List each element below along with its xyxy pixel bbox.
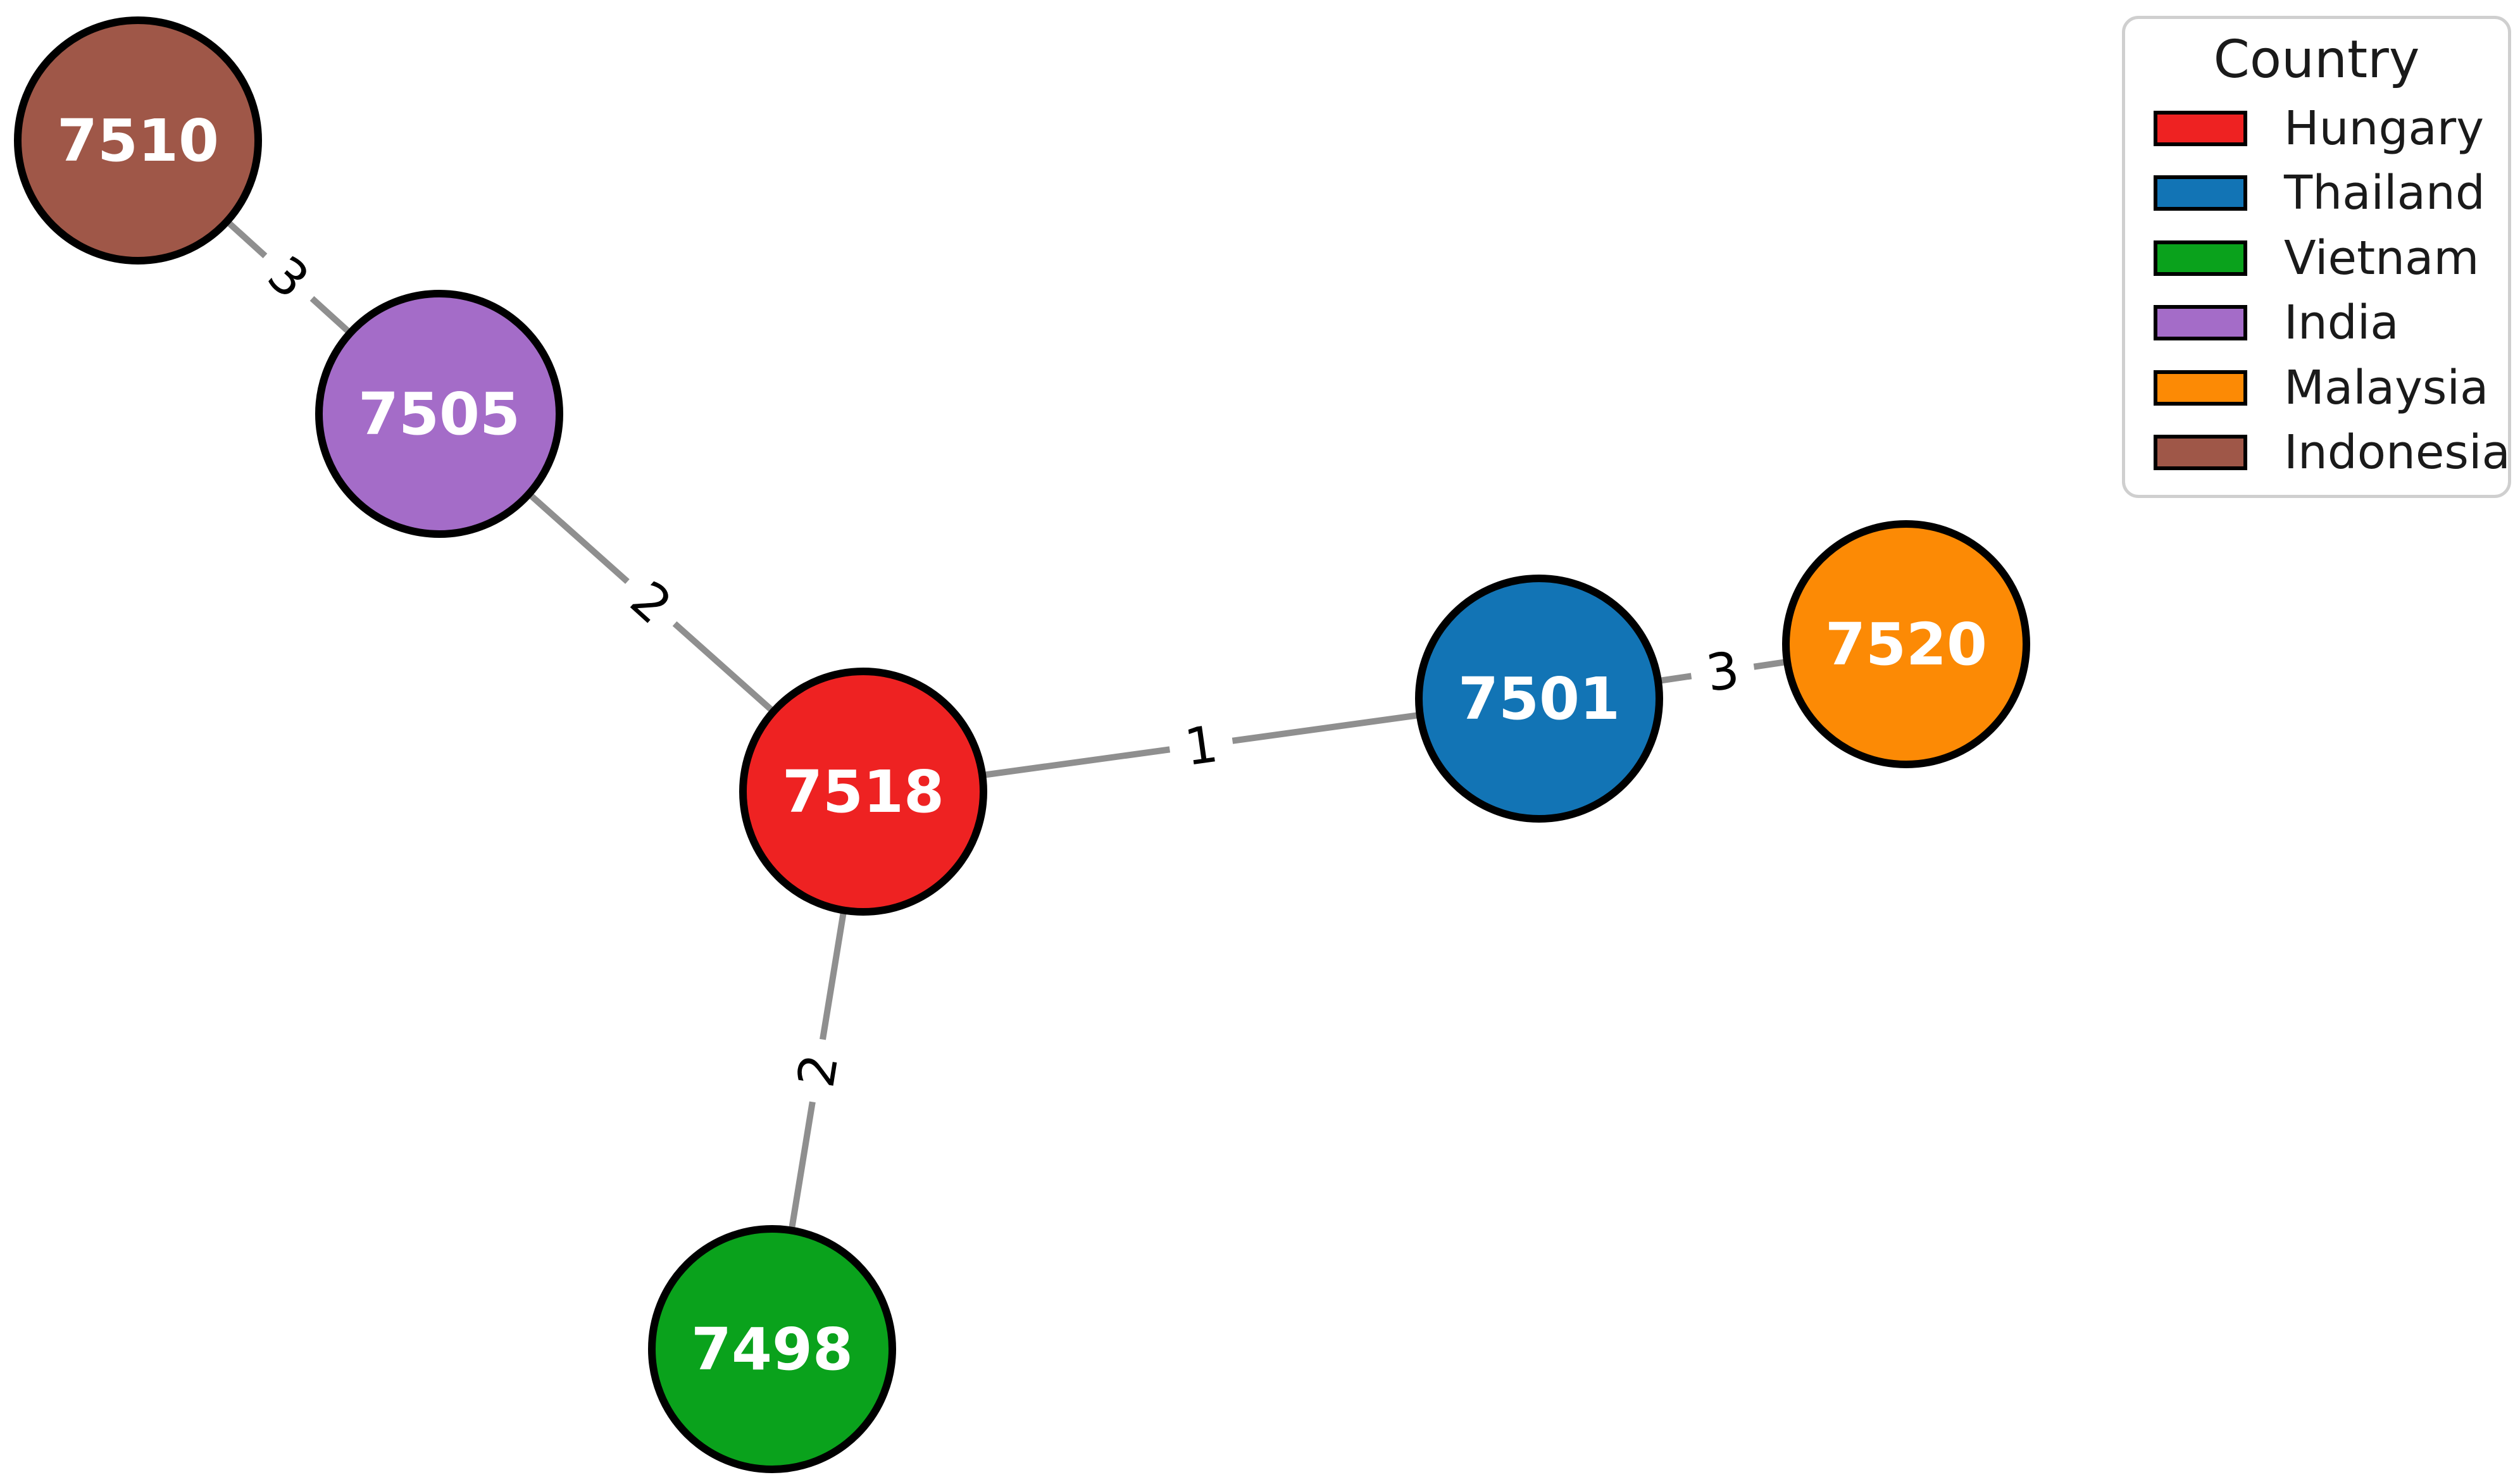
node-label-7520: 7520: [1825, 611, 1987, 678]
legend: Country Hungary Thailand Vietnam India M…: [2122, 16, 2511, 498]
legend-label-malaysia: Malaysia: [2284, 360, 2489, 415]
edge-label-bbox: [1166, 702, 1237, 788]
node-7505: 7505: [315, 290, 563, 538]
edge-label-bbox: [606, 556, 697, 649]
node-7520: 7520: [1782, 520, 2030, 768]
edge-label-7518-7501: 1: [1166, 702, 1237, 788]
legend-rows: Hungary Thailand Vietnam India Malaysia …: [2125, 91, 2511, 495]
legend-label-vietnam: Vietnam: [2284, 230, 2479, 285]
legend-swatch-indonesia: [2154, 435, 2247, 471]
node-label-7518: 7518: [782, 758, 944, 826]
node-7518: 7518: [739, 668, 987, 916]
node-circle-7510: [14, 16, 262, 265]
legend-item-malaysia: Malaysia: [2154, 356, 2508, 420]
edge-label-7518-7498: 2: [774, 1035, 861, 1107]
edge-label-7510-7505: 3: [243, 231, 334, 323]
node-circle-7505: [315, 290, 563, 538]
node-7510: 7510: [14, 16, 262, 265]
legend-label-thailand: Thailand: [2284, 166, 2485, 221]
legend-item-india: India: [2154, 291, 2508, 354]
legend-swatch-vietnam: [2154, 240, 2247, 276]
legend-swatch-thailand: [2154, 175, 2247, 211]
node-circle-7498: [648, 1225, 896, 1473]
node-label-7505: 7505: [358, 380, 520, 448]
legend-swatch-hungary: [2154, 110, 2247, 146]
legend-swatch-malaysia: [2154, 370, 2247, 406]
legend-item-hungary: Hungary: [2154, 97, 2508, 160]
node-circle-7501: [1415, 575, 1663, 823]
edge-label-bbox: [1687, 628, 1758, 714]
edge-label-bbox: [243, 231, 334, 323]
legend-title: Country: [2213, 30, 2420, 90]
node-label-7510: 7510: [57, 107, 219, 175]
legend-label-india: India: [2284, 296, 2399, 351]
edge-label-bbox: [774, 1035, 861, 1107]
legend-label-indonesia: Indonesia: [2284, 425, 2511, 480]
legend-item-thailand: Thailand: [2154, 161, 2508, 225]
edge-label-7505-7518: 2: [606, 556, 697, 649]
legend-label-hungary: Hungary: [2284, 101, 2484, 156]
node-circle-7518: [739, 668, 987, 916]
node-circle-7520: [1782, 520, 2030, 768]
node-label-7501: 7501: [1458, 665, 1620, 733]
legend-item-indonesia: Indonesia: [2154, 421, 2511, 484]
legend-swatch-india: [2154, 305, 2247, 341]
nodes-layer: 7510 7505 7518 7501 7520 7498: [14, 16, 2030, 1473]
edge-label-7501-7520: 3: [1687, 628, 1758, 714]
node-label-7498: 7498: [691, 1316, 853, 1383]
legend-item-vietnam: Vietnam: [2154, 227, 2508, 290]
edge-labels-layer: 3 2 1 3 2: [243, 231, 1758, 1107]
node-7501: 7501: [1415, 575, 1663, 823]
node-7498: 7498: [648, 1225, 896, 1473]
